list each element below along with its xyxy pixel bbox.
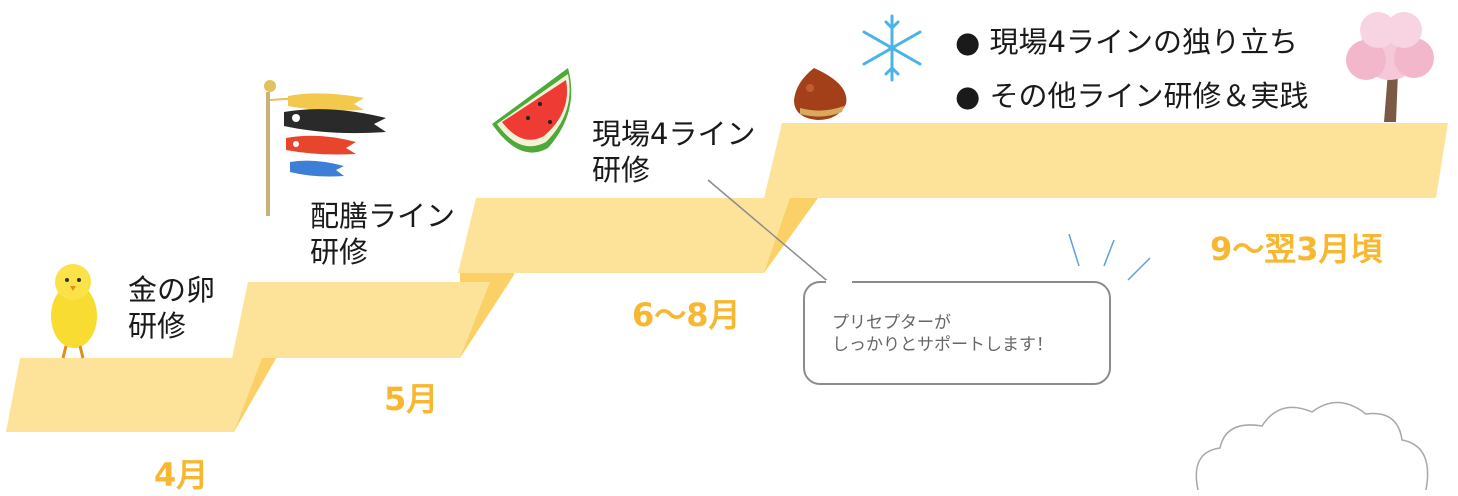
month-label-2: 5月 (384, 380, 439, 418)
step-2-label-line-2: 研修 (310, 235, 369, 269)
step-2 (232, 282, 490, 358)
snowflake-icon (862, 14, 922, 82)
step-3 (458, 198, 790, 273)
step-4-bullet-2: ● その他ライン研修＆実践 (955, 78, 1309, 114)
koinobori-icon (264, 80, 386, 216)
step-1 (6, 358, 262, 432)
step-2-label-line-1: 配膳ライン (310, 199, 456, 233)
step-4-bullet-1: ● 現場4ラインの独り立ち (955, 24, 1298, 60)
month-label-3: 6〜8月 (632, 296, 741, 334)
chick-icon (51, 264, 97, 359)
watermelon-icon (492, 68, 572, 153)
step-4-bullet-1-text: 現場4ラインの独り立ち (989, 25, 1298, 59)
bullet-mark: ● (955, 25, 981, 59)
cloud-icon (1195, 401, 1429, 490)
speech-bubble-line-2: しっかりとサポートします！ (832, 335, 1053, 355)
step-4-bullet-2-text: その他ライン研修＆実践 (989, 79, 1309, 113)
step-3-label: 現場4ライン 研修 (592, 116, 755, 188)
chestnut-icon (794, 68, 847, 120)
step-1-label-line-1: 金の卵 (128, 273, 216, 307)
step-3-label-line-1: 現場4ライン (592, 117, 756, 151)
emphasis-lines-icon (1068, 233, 1151, 281)
cherry-tree-icon (1346, 12, 1434, 122)
step-1-label-line-2: 研修 (128, 309, 187, 343)
step-1-label: 金の卵 研修 (128, 272, 215, 344)
step-4 (764, 123, 1448, 198)
bubble-pointer (707, 179, 839, 291)
speech-bubble-text: プリセプターが しっかりとサポートします！ (832, 312, 1053, 356)
month-label-4: 9〜翌3月頃 (1210, 230, 1383, 268)
step-3-label-line-2: 研修 (592, 153, 651, 187)
speech-bubble (803, 281, 1111, 385)
bullet-mark: ● (955, 79, 981, 113)
month-label-1: 4月 (154, 456, 209, 494)
speech-bubble-line-1: プリセプターが (832, 313, 951, 333)
step-2-label: 配膳ライン 研修 (310, 198, 455, 270)
